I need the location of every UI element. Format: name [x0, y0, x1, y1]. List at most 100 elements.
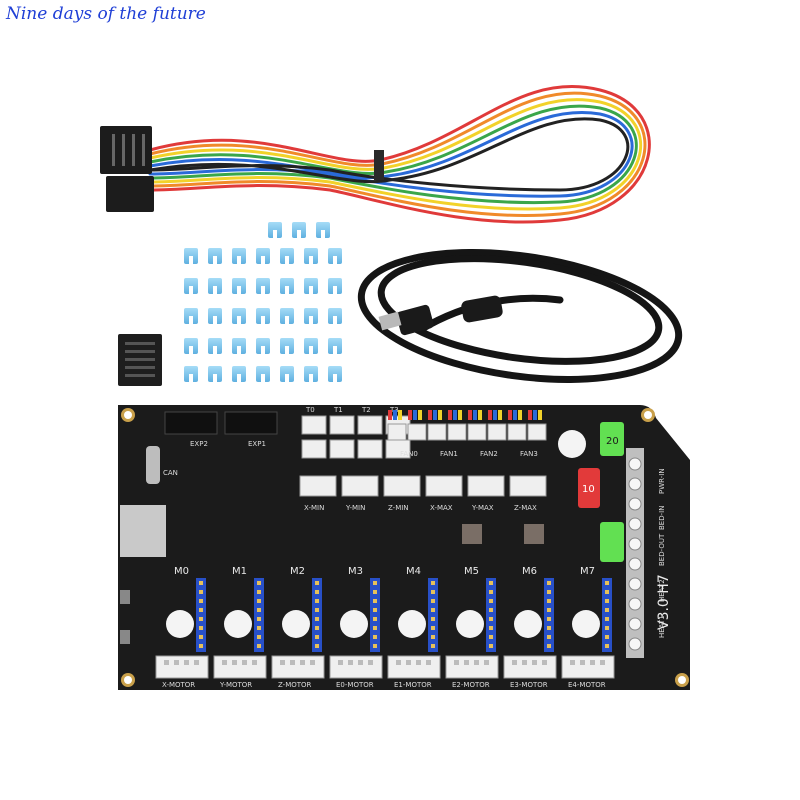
motor-connector: [213, 655, 267, 679]
jumper-cap: [232, 308, 246, 324]
pin-housing: [118, 334, 162, 386]
thermistor-connector: [329, 439, 355, 459]
driver-label-m1: M1: [232, 566, 247, 577]
jumper-cap: [328, 338, 342, 354]
jumper-cap: [328, 366, 342, 382]
endstop-label-x-min: X-MIN: [304, 504, 324, 512]
motor-label-y-motor: Y-MOTOR: [219, 681, 252, 689]
jumper-cap: [256, 248, 270, 264]
driver-capacitor: [572, 610, 600, 638]
jumper-cap: [256, 366, 270, 382]
watermark-text: Nine days of the future: [6, 4, 206, 24]
thermistor-connector: [357, 439, 383, 459]
driver-header: [544, 578, 554, 652]
jumper-cap: [328, 248, 342, 264]
driver-label-m3: M3: [348, 566, 363, 577]
dupont-cable: [100, 84, 651, 224]
dupont-connector-bottom: [106, 176, 154, 212]
rst-button: [120, 590, 130, 604]
motor-connector: [329, 655, 383, 679]
terminal-screw: [628, 517, 642, 531]
driver-header: [486, 578, 496, 652]
jumper-cap: [280, 308, 294, 324]
motor-label-z-motor: Z-MOTOR: [278, 681, 312, 689]
driver-capacitor: [514, 610, 542, 638]
thermistor-label-t0: T0: [305, 406, 315, 414]
driver-slot-m6: M6: [514, 566, 554, 652]
driver-header: [428, 578, 438, 652]
terminal-screw: [628, 537, 642, 551]
jumper-cap: [316, 222, 330, 238]
fan-label-fan0: FAN0: [400, 450, 418, 458]
motor-label-e1-motor: E1-MOTOR: [394, 681, 432, 689]
jumper-cap: [184, 278, 198, 294]
fan-header: [467, 410, 487, 441]
thermistor-connector: [301, 415, 327, 435]
can-label: CAN: [163, 469, 178, 477]
jumper-cap: [304, 278, 318, 294]
motor-connector: [445, 655, 499, 679]
driver-capacitor: [166, 610, 194, 638]
fan-header: [487, 410, 507, 441]
motor-label-e2-motor: E2-MOTOR: [452, 681, 490, 689]
exp2-label: EXP2: [190, 440, 208, 448]
driver-slot-m1: M1: [224, 566, 264, 652]
endstop-label-y-max: Y-MAX: [471, 504, 494, 512]
jumper-cap: [292, 222, 306, 238]
jumper-cap: [232, 278, 246, 294]
terminal-screw: [628, 577, 642, 591]
terminal-screw: [628, 617, 642, 631]
thermistor-connector: [301, 439, 327, 459]
jumper-cap: [208, 366, 222, 382]
motor-connector: [387, 655, 441, 679]
fan-label-fan2: FAN2: [480, 450, 498, 458]
fan-header: [527, 410, 547, 441]
terminal-screw: [628, 477, 642, 491]
jumper-cap: [280, 248, 294, 264]
fuse-10: [578, 468, 600, 508]
terminal-screw: [628, 597, 642, 611]
jumper-cap: [268, 222, 282, 238]
driver-slot-m5: M5: [456, 566, 496, 652]
jumper-cap: [304, 248, 318, 264]
jumper-cap: [304, 338, 318, 354]
fan-header: [447, 410, 467, 441]
motor-connector: [155, 655, 209, 679]
endstop-label-y-min: Y-MIN: [345, 504, 365, 512]
fuse-10-label: 10: [582, 484, 595, 495]
driver-slot-m4: M4: [398, 566, 438, 652]
fan-header: [507, 410, 527, 441]
jumper-cap: [232, 338, 246, 354]
driver-header: [312, 578, 322, 652]
jumper-cap: [280, 366, 294, 382]
fuse-20-label: 20: [606, 436, 619, 447]
fan-header: [427, 410, 447, 441]
driver-header: [370, 578, 380, 652]
jumper-cap: [232, 366, 246, 382]
driver-capacitor: [456, 610, 484, 638]
driver-header: [254, 578, 264, 652]
motor-connector: [503, 655, 557, 679]
fan-label-fan1: FAN1: [440, 450, 458, 458]
driver-label-m0: M0: [174, 566, 189, 577]
endstop-connector: [299, 475, 337, 497]
driver-slot-m3: M3: [340, 566, 380, 652]
motor-label-e0-motor: E0-MOTOR: [336, 681, 374, 689]
driver-capacitor: [224, 610, 252, 638]
driver-header: [602, 578, 612, 652]
power-label-bed-in: BED-IN: [658, 506, 666, 530]
usb-c-port: [146, 446, 160, 484]
jumper-cap: [208, 278, 222, 294]
power-label-bed-out: BED-OUT: [658, 533, 666, 566]
jumper-cap: [280, 278, 294, 294]
jumper-cap: [256, 278, 270, 294]
endstop-connector: [425, 475, 463, 497]
endstop-label-z-min: Z-MIN: [388, 504, 409, 512]
inductor: [462, 524, 482, 544]
driver-capacitor: [340, 610, 368, 638]
driver-capacitor: [282, 610, 310, 638]
motor-label-e4-motor: E4-MOTOR: [568, 681, 606, 689]
controller-board: EXP1 EXP2 CAN 20 10 PWR-INBED-INBED-OUTH…: [118, 405, 690, 690]
driver-label-m4: M4: [406, 566, 421, 577]
